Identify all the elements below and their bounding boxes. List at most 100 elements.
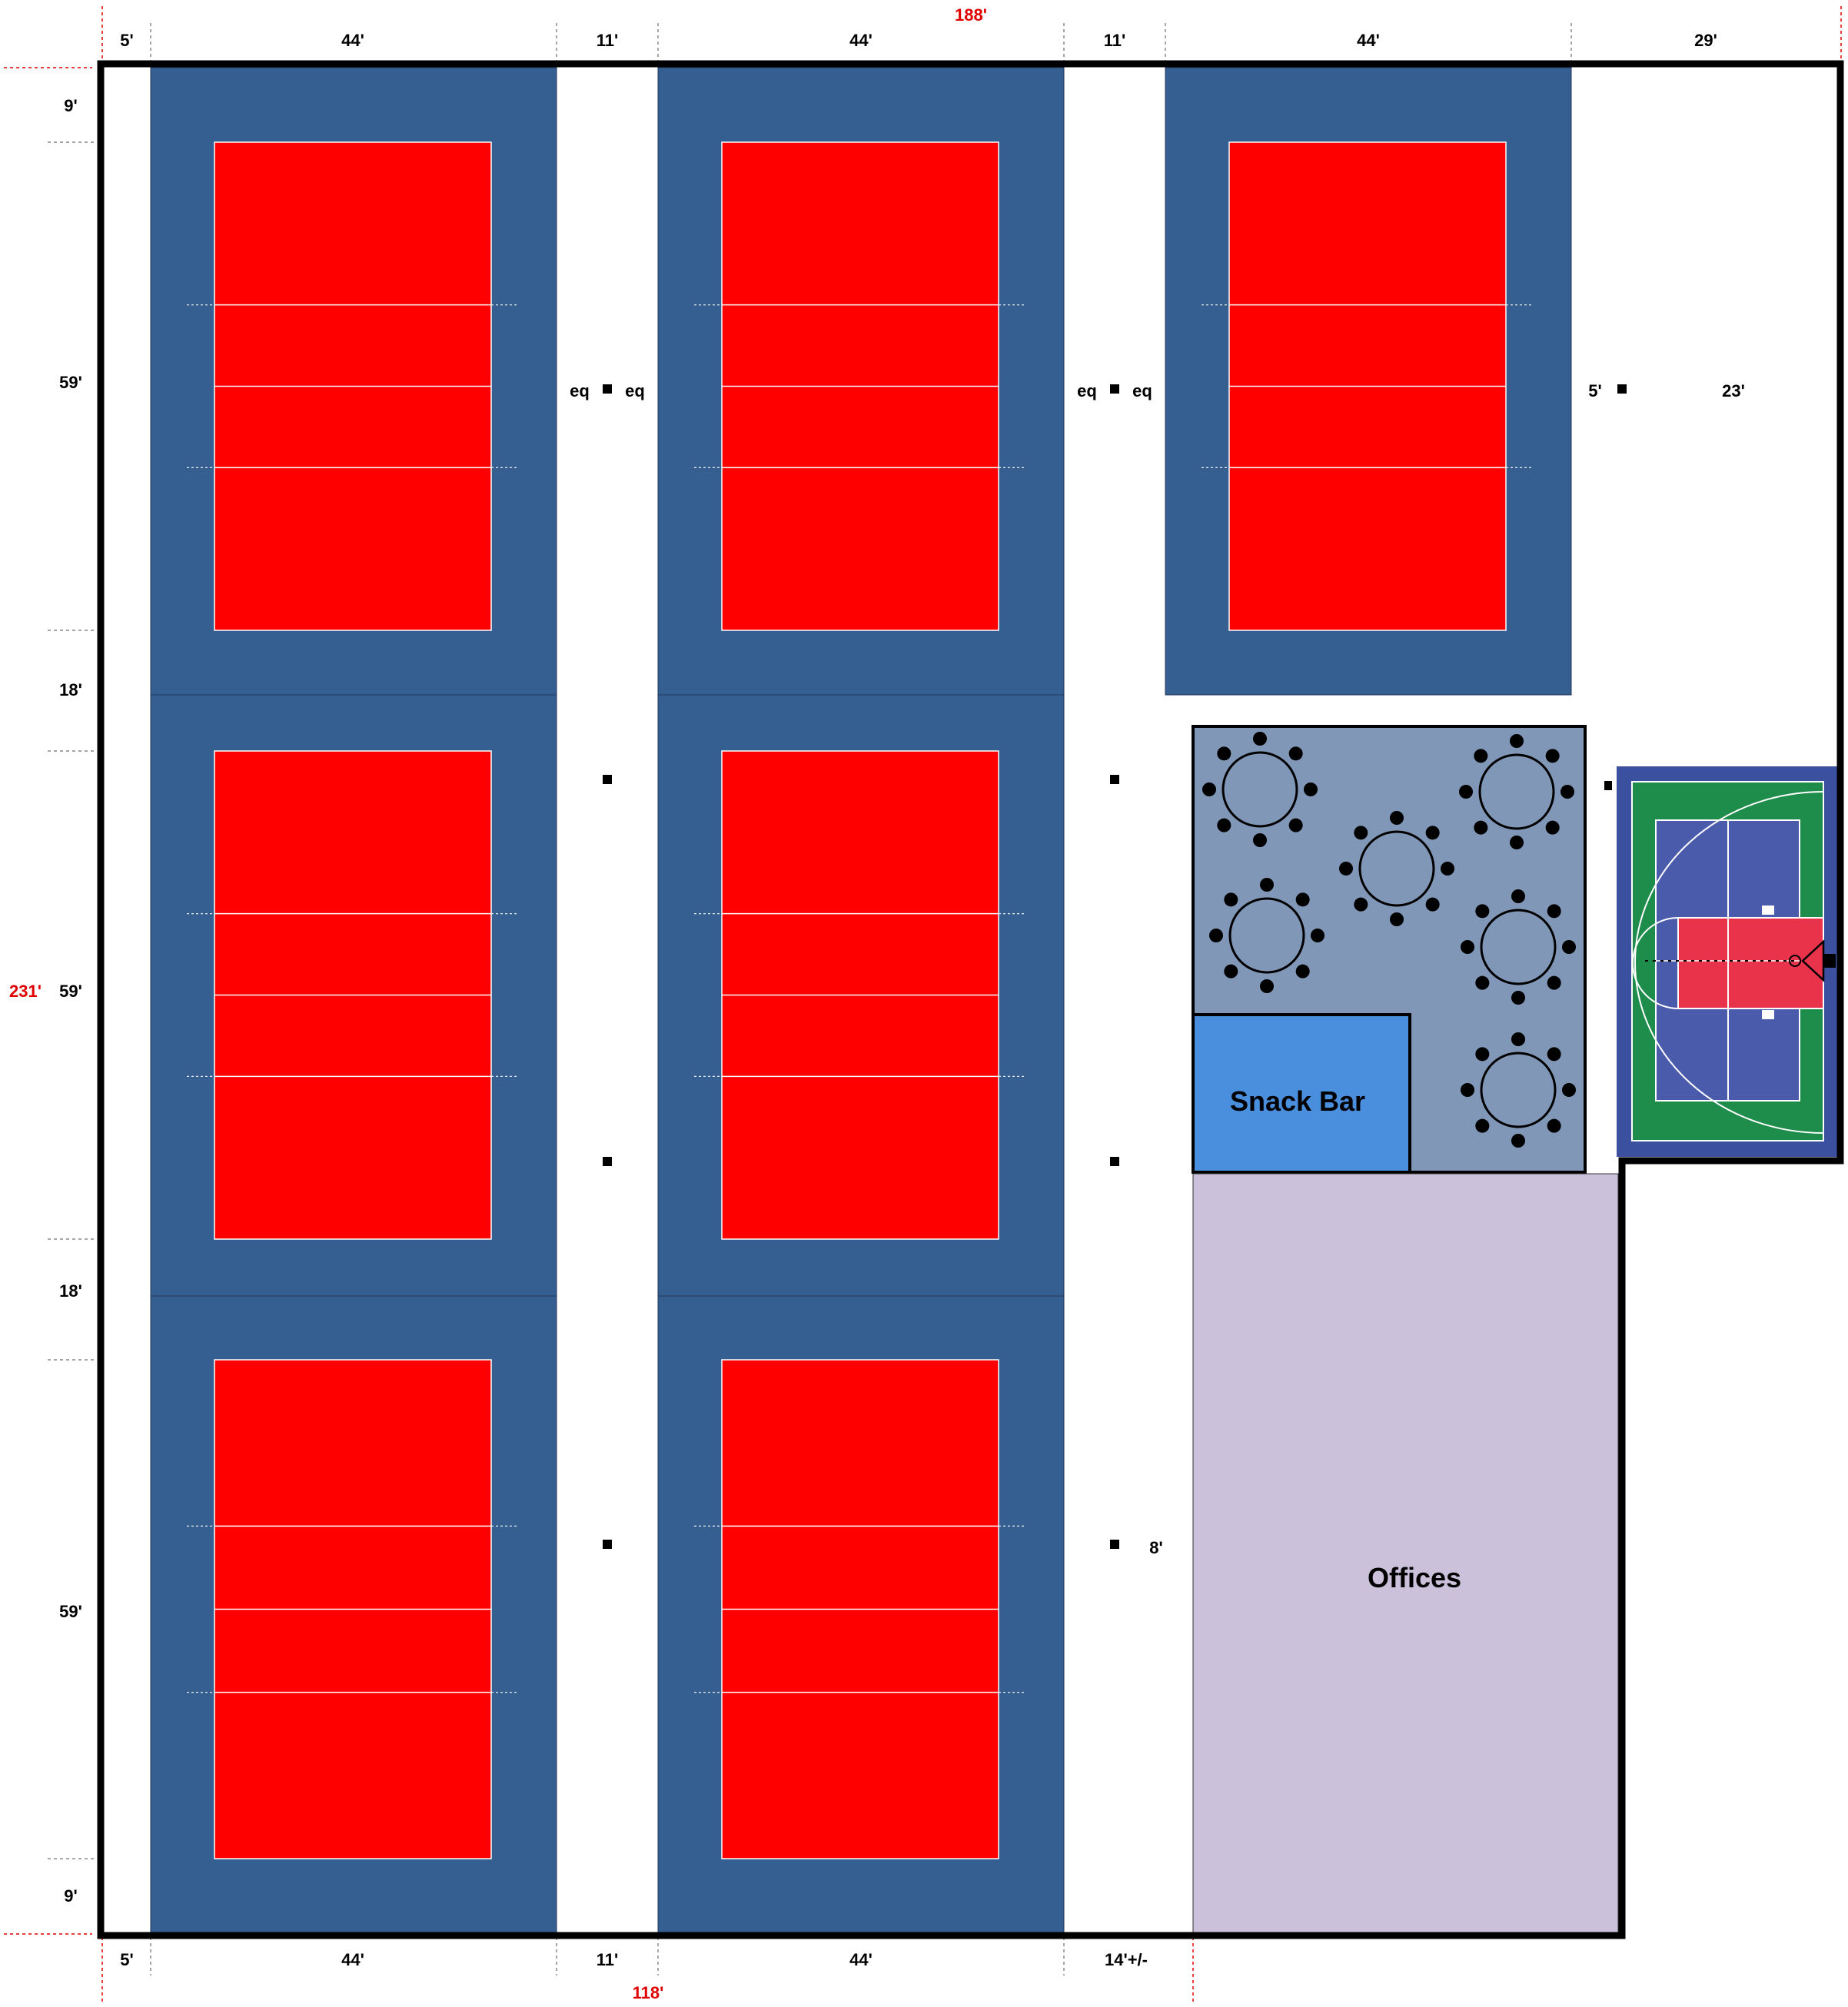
basketball-halfcourt xyxy=(1617,766,1840,1157)
left-dimensions: 9' 59' 18' 59' 18' 59' 9' xyxy=(59,96,82,1906)
chair-icon xyxy=(1475,1047,1490,1062)
top-dim-label: 29' xyxy=(1694,31,1717,50)
chair-icon xyxy=(1511,889,1525,903)
table-top xyxy=(1358,830,1435,907)
post-icon xyxy=(1110,775,1119,784)
top-dim-label: 44' xyxy=(849,31,872,50)
top-dim-label: 44' xyxy=(341,31,364,50)
bottom-dim-label: 5' xyxy=(120,1950,133,1969)
chair-icon xyxy=(1288,746,1303,761)
chair-icon xyxy=(1475,1118,1490,1133)
offices-label: Offices xyxy=(1368,1562,1461,1593)
post-icon xyxy=(1604,781,1612,790)
chair-icon xyxy=(1390,811,1404,825)
chair-icon xyxy=(1425,826,1440,840)
chair-icon xyxy=(1217,746,1231,761)
chair-icon xyxy=(1224,892,1238,907)
dimension-ticks xyxy=(48,23,1572,1975)
chair-icon xyxy=(1209,929,1223,942)
chair-icon xyxy=(1475,975,1490,990)
post-icon xyxy=(603,1157,612,1166)
chair-icon xyxy=(1545,820,1560,835)
top-dim-label: 44' xyxy=(1357,31,1380,50)
left-dim-label: 59' xyxy=(59,373,82,392)
round-table xyxy=(1209,878,1325,993)
bball-hoop-icon xyxy=(1789,955,1801,967)
bottom-dim-label: 44' xyxy=(341,1950,364,1969)
chair-icon xyxy=(1461,940,1474,954)
chair-icon xyxy=(1461,1083,1474,1097)
chair-icon xyxy=(1547,975,1561,990)
chair-icon xyxy=(1511,991,1525,1005)
chair-icon xyxy=(1354,897,1368,912)
chair-icon xyxy=(1253,833,1267,847)
chair-icon xyxy=(1547,1118,1561,1133)
lounge-tables xyxy=(1202,732,1576,1148)
chair-icon xyxy=(1354,826,1368,840)
post-offset-label: 8' xyxy=(1149,1538,1162,1557)
chair-icon xyxy=(1295,964,1310,979)
bottom-dim-label: 44' xyxy=(849,1950,872,1969)
overall-height-label: 231' xyxy=(9,982,42,1001)
chair-icon xyxy=(1510,734,1524,748)
round-table xyxy=(1202,732,1318,847)
table-top xyxy=(1478,753,1555,830)
bball-free-throw-arc xyxy=(1632,917,1679,1009)
chair-icon xyxy=(1288,818,1303,832)
chair-icon xyxy=(1425,897,1440,912)
chair-icon xyxy=(1562,1083,1576,1097)
aisle-eq-label: eq xyxy=(1077,381,1097,400)
chair-icon xyxy=(1339,862,1353,876)
top-dim-label: 11' xyxy=(1104,31,1126,50)
chair-icon xyxy=(1562,940,1576,954)
bottom-dim-label: 11' xyxy=(597,1950,619,1969)
post-icon xyxy=(1110,1157,1119,1166)
bball-key xyxy=(1677,917,1824,1009)
post-icon xyxy=(1110,1540,1119,1549)
chair-icon xyxy=(1474,820,1488,835)
left-dim-label: 18' xyxy=(59,680,82,699)
aisle-dimensions: eq eq eq eq 5' 23' 8' xyxy=(570,381,1745,1557)
chair-icon xyxy=(1547,904,1561,919)
chair-icon xyxy=(1390,912,1404,926)
left-dim-label: 59' xyxy=(59,982,82,1001)
aisle-eq-label: eq xyxy=(625,381,645,400)
structural-posts xyxy=(603,384,1627,1549)
bball-block-bottom xyxy=(1762,1010,1774,1019)
round-table xyxy=(1339,811,1454,926)
round-table xyxy=(1459,734,1574,849)
overall-width-label: 188' xyxy=(955,5,987,25)
right-aisle-right-label: 23' xyxy=(1722,381,1745,400)
chair-icon xyxy=(1311,929,1325,942)
aisle-eq-label: eq xyxy=(570,381,590,400)
chair-icon xyxy=(1253,732,1267,746)
chair-icon xyxy=(1475,904,1490,919)
snack-bar-room xyxy=(1192,1013,1411,1174)
chair-icon xyxy=(1510,836,1524,849)
chair-icon xyxy=(1224,964,1238,979)
post-icon xyxy=(603,775,612,784)
left-dim-label: 9' xyxy=(64,1886,77,1906)
table-top xyxy=(1228,897,1305,974)
chair-icon xyxy=(1202,783,1216,796)
table-top xyxy=(1221,751,1298,828)
chair-icon xyxy=(1260,878,1274,892)
bball-block-top xyxy=(1762,905,1774,915)
left-dim-label: 18' xyxy=(59,1281,82,1301)
chair-icon xyxy=(1545,749,1560,763)
bottom-dim-label: 14'+/- xyxy=(1105,1950,1148,1969)
chair-icon xyxy=(1441,862,1454,876)
top-dimensions: 5' 44' 11' 44' 11' 44' 29' xyxy=(120,31,1717,50)
volleyball-courts xyxy=(150,67,1572,1936)
bball-post-icon xyxy=(1823,954,1836,968)
round-table xyxy=(1461,889,1576,1005)
chair-icon xyxy=(1560,785,1574,799)
bottom-width-label: 118' xyxy=(633,1983,664,2002)
chair-icon xyxy=(1511,1032,1525,1046)
table-top xyxy=(1480,909,1557,985)
building-walls xyxy=(97,60,1844,1939)
table-top xyxy=(1480,1052,1557,1128)
post-icon xyxy=(603,1540,612,1549)
chair-icon xyxy=(1260,979,1274,993)
